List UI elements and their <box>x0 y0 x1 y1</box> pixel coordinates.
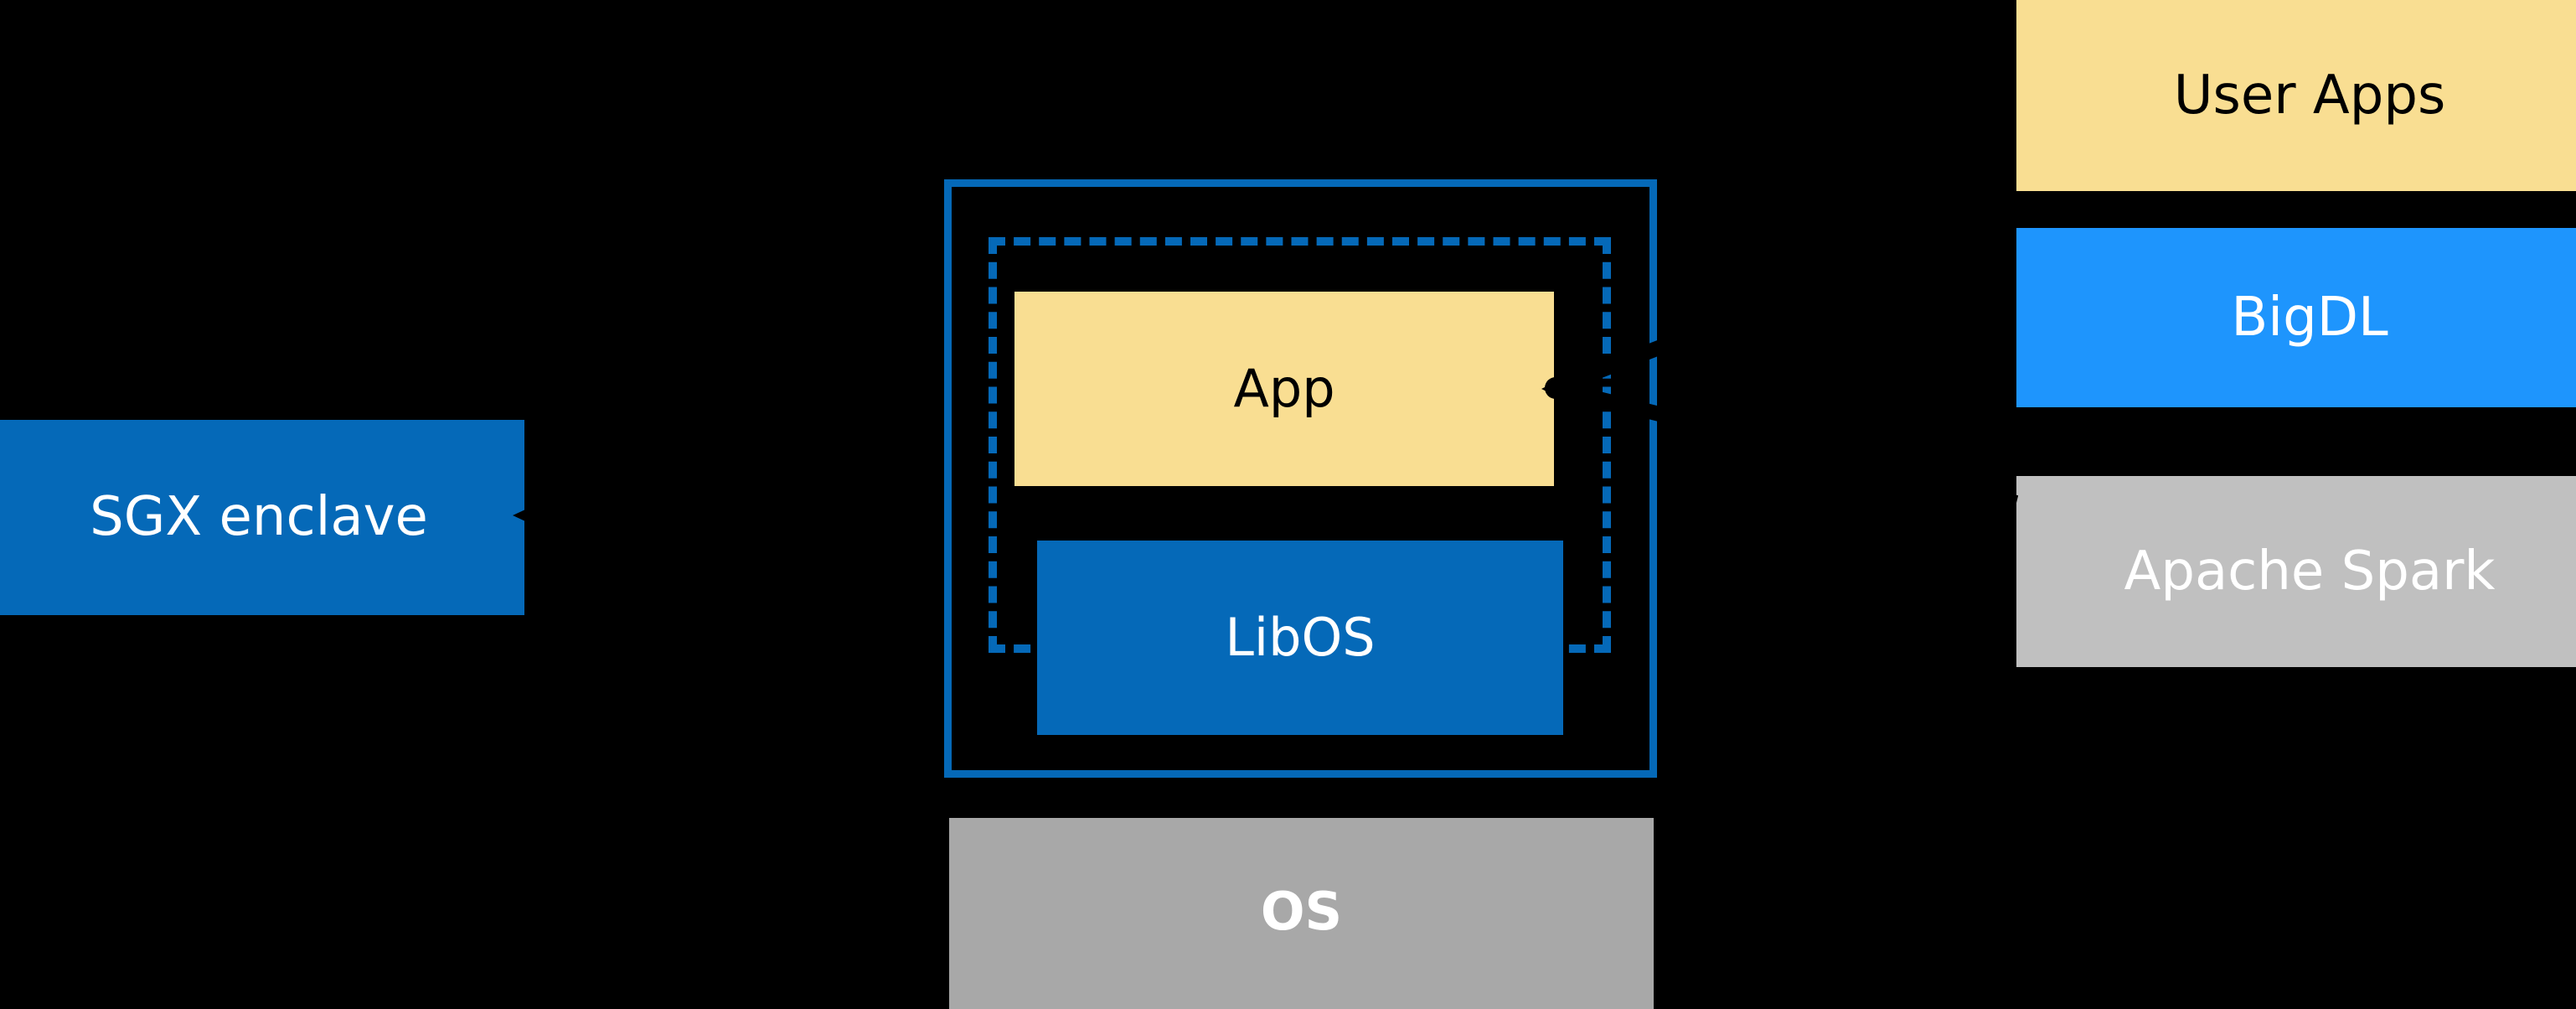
node-user-apps-label: User Apps <box>2173 64 2446 127</box>
connector-sgx-to-enclave <box>513 504 944 526</box>
node-sgx-enclave-label: SGX enclave <box>90 486 428 549</box>
node-apache-spark[interactable]: Apache Spark <box>2016 476 2576 667</box>
node-app[interactable]: App <box>1014 292 1554 486</box>
node-sgx-enclave[interactable]: SGX enclave <box>0 420 524 615</box>
node-bigdl[interactable]: BigDL <box>2016 228 2576 407</box>
node-apache-spark-label: Apache Spark <box>2124 540 2496 603</box>
node-libos-label: LibOS <box>1225 606 1376 668</box>
node-user-apps[interactable]: User Apps <box>2016 0 2576 191</box>
node-libos[interactable]: LibOS <box>1037 541 1563 735</box>
node-os-label: OS <box>1260 880 1343 942</box>
node-os[interactable]: OS <box>949 818 1654 1009</box>
node-app-label: App <box>1233 357 1335 419</box>
node-bigdl-label: BigDL <box>2231 286 2388 349</box>
